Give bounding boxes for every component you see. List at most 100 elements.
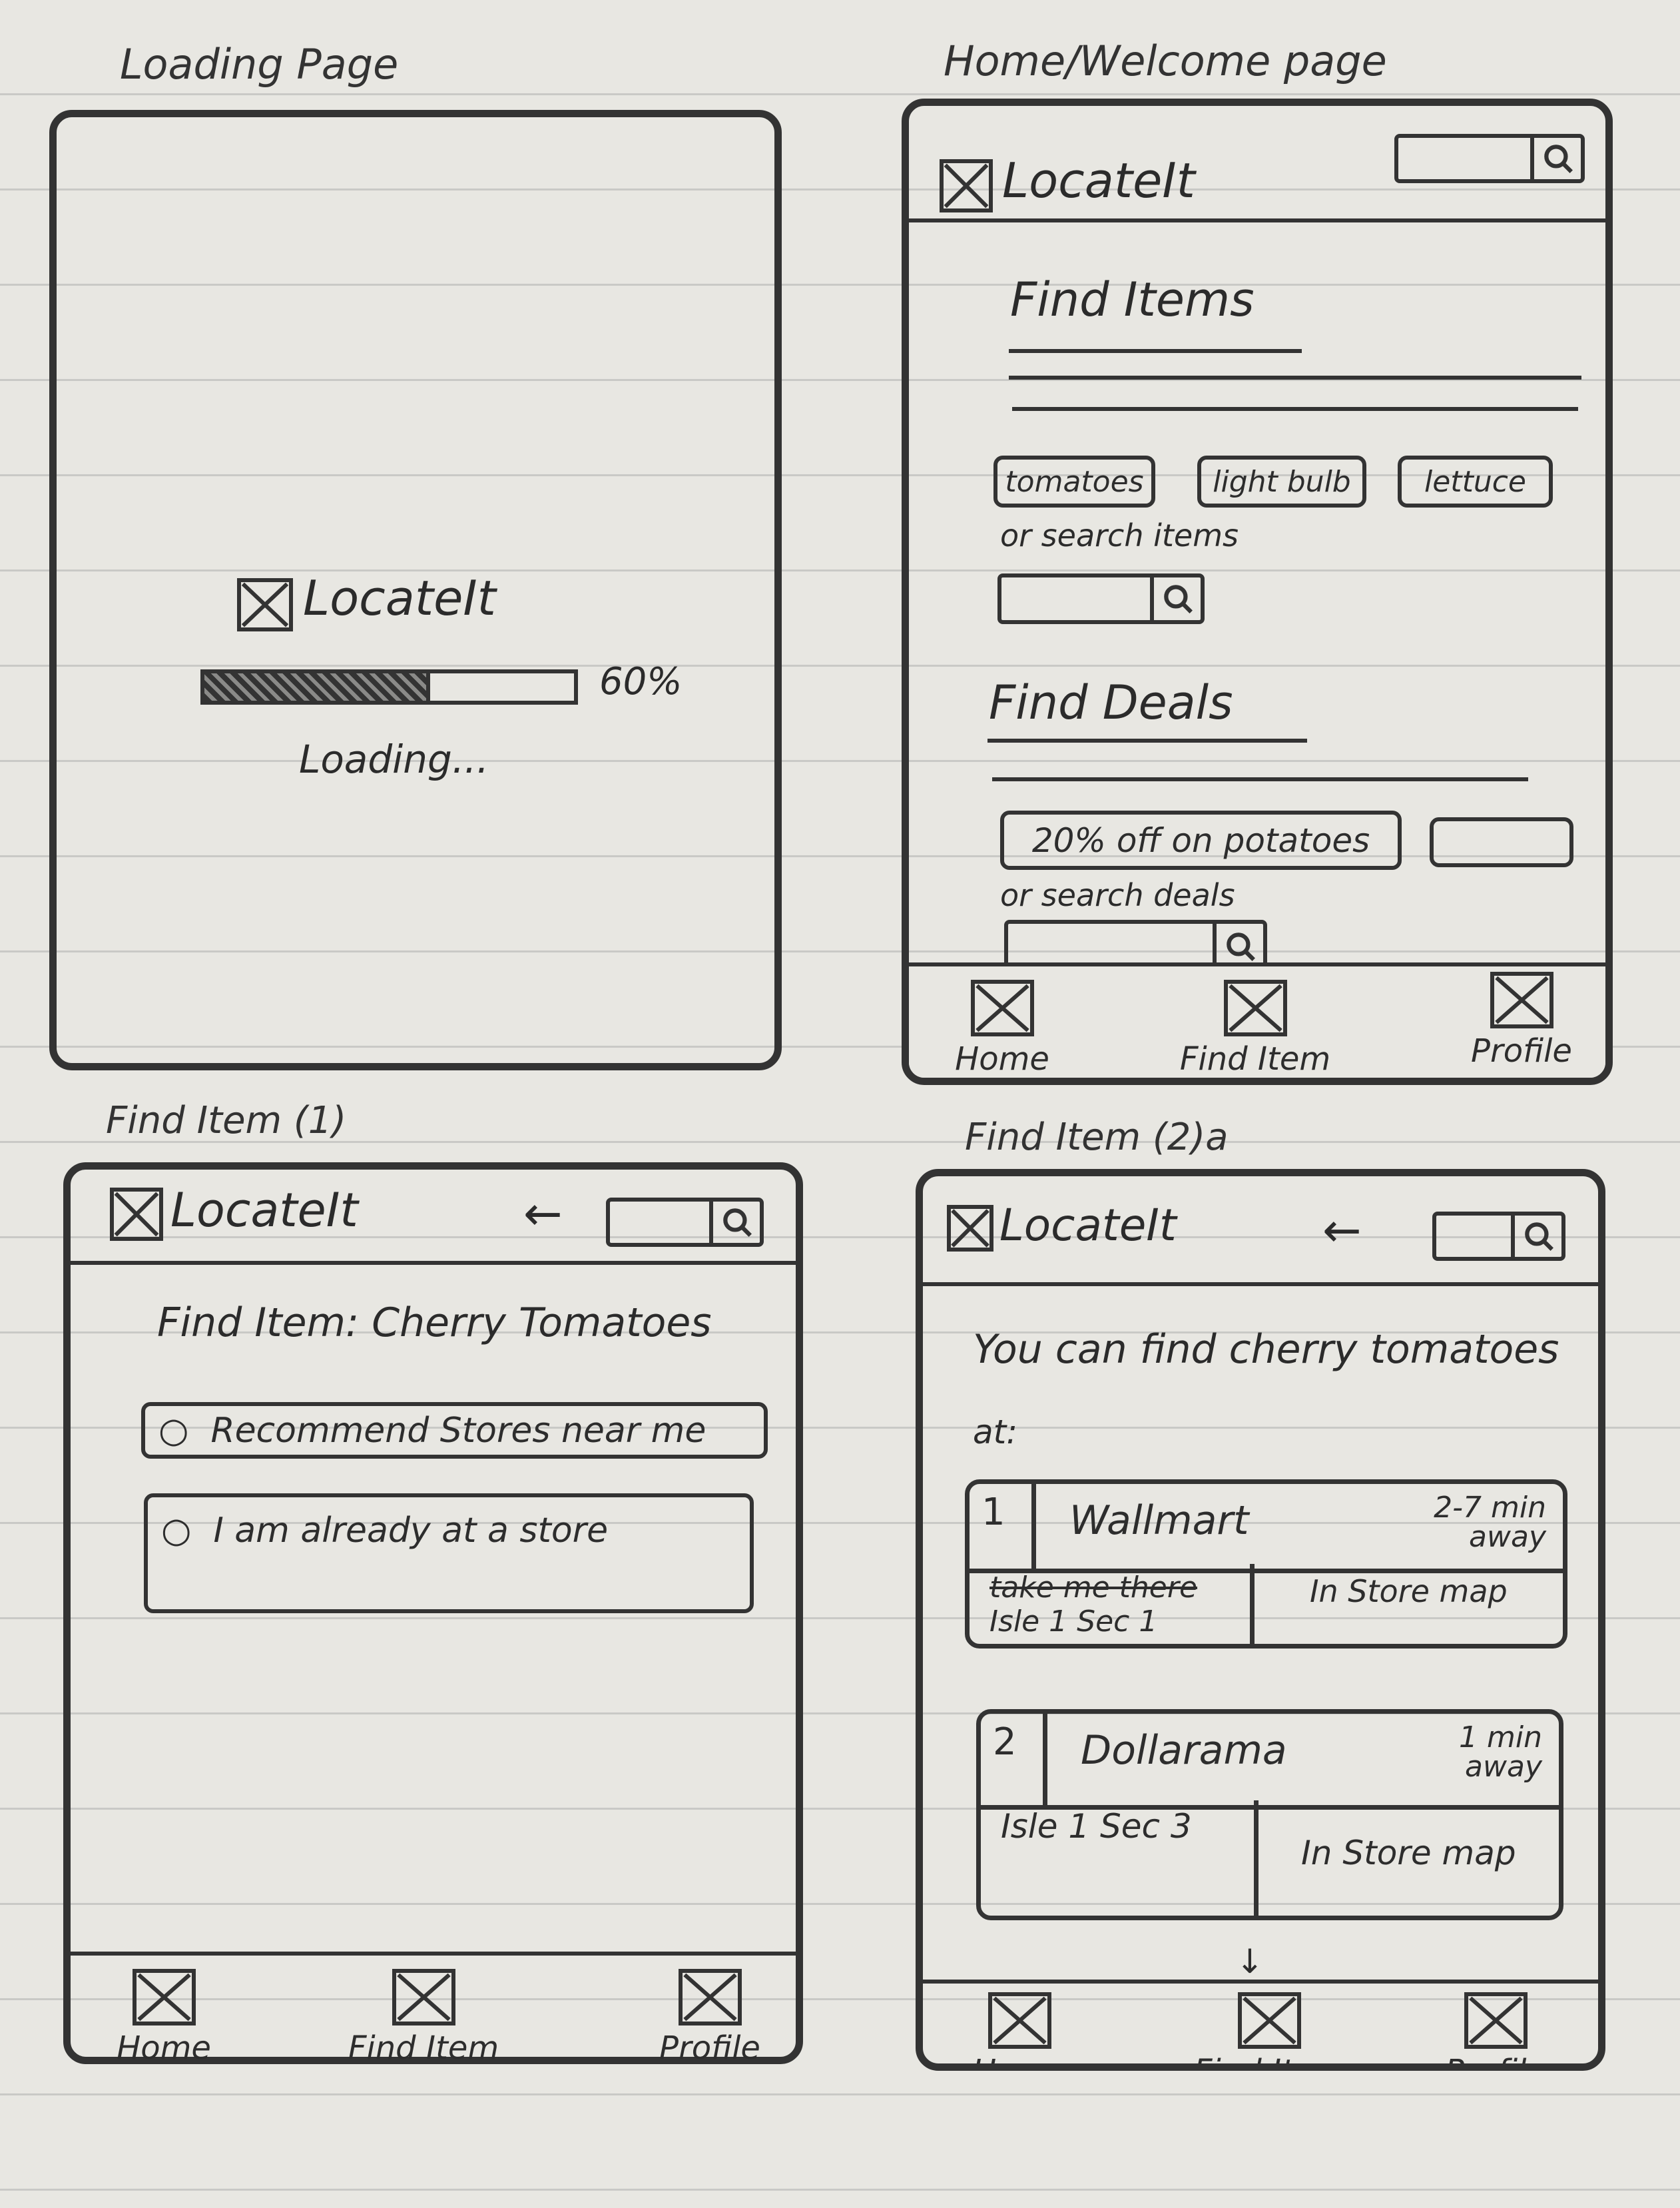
nav-home-label: Home — [926, 2053, 1113, 2063]
nav-home-label: Home — [955, 1040, 1049, 1078]
bottom-nav-bar — [71, 1952, 796, 1956]
nav-profile-label: Profile — [659, 2029, 760, 2067]
home-icon — [132, 1969, 196, 2025]
result-distance: 2-7 min away — [1434, 1491, 1546, 1554]
loading-status: Loading... — [299, 737, 489, 782]
loading-screen: LocateIt 60% Loading... — [49, 110, 782, 1070]
result-location: take me there Isle 1 Sec 1 — [970, 1564, 1255, 1644]
search-icon[interactable] — [1161, 581, 1195, 616]
profile-icon — [678, 1969, 742, 2025]
screen-title-loading: Loading Page — [120, 40, 399, 89]
result-store-name: Dollarama — [1081, 1727, 1287, 1774]
struck-text: take me there — [989, 1571, 1198, 1605]
result-rank: 1 — [970, 1484, 1036, 1569]
find-item-icon — [1237, 1992, 1301, 2049]
find-item-icon — [392, 1969, 455, 2025]
find-deals-heading: Find Deals — [989, 675, 1233, 730]
nav-profile[interactable]: Profile — [1455, 972, 1588, 1070]
nav-profile[interactable]: Profile — [643, 1969, 776, 2067]
progress-bar — [200, 669, 578, 705]
item-chip-light-bulb[interactable]: light bulb — [1197, 456, 1366, 508]
logo-text: LocateIt — [170, 1183, 358, 1238]
logo-icon — [237, 578, 293, 631]
result-distance: 1 min away — [1459, 1720, 1542, 1784]
home-icon — [987, 1992, 1051, 2049]
option-already-at-store[interactable]: ○ I am already at a store — [144, 1493, 754, 1613]
header-search-input[interactable] — [1432, 1212, 1565, 1261]
logo-icon — [947, 1205, 993, 1252]
option-label: I am already at a store — [213, 1511, 609, 1551]
find-item-2a-screen: LocateIt ← You can find cherry tomatoes … — [916, 1169, 1605, 2071]
header-search-input[interactable] — [1394, 134, 1585, 183]
placeholder-line — [1009, 349, 1302, 353]
nav-home-label: Home — [117, 2029, 211, 2067]
find-items-heading: Find Items — [1010, 272, 1255, 327]
nav-profile-label: Profile — [1471, 1032, 1572, 1070]
scroll-down-arrow-icon[interactable]: ↓ — [1236, 1942, 1264, 1981]
nav-home[interactable]: Home — [953, 1992, 1086, 2063]
progress-label: 60% — [599, 660, 683, 703]
profile-icon — [1490, 972, 1553, 1028]
result-store-name: Wallmart — [1069, 1497, 1249, 1544]
search-icon[interactable] — [1223, 929, 1258, 964]
nav-find-item[interactable]: Find Item — [1194, 1992, 1344, 2063]
logo-text: LocateIt — [999, 1200, 1177, 1251]
nav-find-item-label: Find Item — [348, 2029, 499, 2067]
screen-title-find-item-1: Find Item (1) — [106, 1099, 347, 1142]
logo-text: LocateIt — [1002, 153, 1195, 208]
find-item-1-screen: LocateIt ← Find Item: Cherry Tomatoes ○ … — [63, 1162, 803, 2067]
screen-title-home: Home/Welcome page — [944, 37, 1387, 85]
radio-icon[interactable]: ○ — [161, 1511, 214, 1551]
logo-text: LocateIt — [303, 570, 496, 626]
results-intro-at: at: — [973, 1413, 1018, 1451]
results-intro: You can find cherry tomatoes — [973, 1326, 1559, 1373]
item-chip-tomatoes[interactable]: tomatoes — [993, 456, 1155, 508]
result-rank: 2 — [981, 1714, 1047, 1805]
progress-fill — [204, 673, 430, 701]
nav-find-item-label: Find Item — [1176, 2053, 1362, 2063]
deal-chip-empty[interactable] — [1430, 817, 1573, 867]
option-label: Recommend Stores near me — [210, 1410, 706, 1451]
header-search-input[interactable] — [606, 1198, 764, 1247]
header-divider — [923, 1282, 1598, 1286]
nav-find-item-label: Find Item — [1179, 1040, 1331, 1078]
home-icon — [970, 980, 1034, 1036]
in-store-map-button[interactable]: In Store map — [1309, 1573, 1508, 1609]
nav-profile[interactable]: Profile — [1429, 1992, 1562, 2063]
result-card[interactable]: 1 Wallmart 2-7 min away take me there Is… — [965, 1479, 1567, 1649]
screen-title-find-item-2a: Find Item (2)a — [965, 1116, 1229, 1159]
find-item-icon — [1223, 980, 1287, 1036]
placeholder-line — [987, 739, 1307, 743]
logo-icon — [940, 159, 993, 212]
find-item-heading: Find Item: Cherry Tomatoes — [157, 1299, 712, 1346]
nav-find-item[interactable]: Find Item — [348, 1969, 499, 2067]
header-divider — [71, 1261, 796, 1265]
search-icon[interactable] — [720, 1205, 754, 1240]
option-recommend-stores[interactable]: ○ Recommend Stores near me — [141, 1402, 768, 1459]
nav-profile-label: Profile — [1402, 2053, 1589, 2063]
bottom-nav-bar — [923, 1980, 1598, 1984]
result-aisle: Isle 1 Sec 3 — [981, 1800, 1259, 1916]
placeholder-line — [1009, 376, 1581, 380]
search-deals-label: or search deals — [1000, 877, 1235, 913]
radio-icon[interactable]: ○ — [158, 1410, 211, 1451]
profile-icon — [1464, 1992, 1528, 2049]
back-arrow-icon[interactable]: ← — [1322, 1203, 1362, 1258]
placeholder-line — [1012, 407, 1578, 411]
nav-home[interactable]: Home — [936, 980, 1069, 1078]
header-divider — [909, 218, 1605, 222]
search-icon[interactable] — [1522, 1219, 1556, 1254]
deal-chip[interactable]: 20% off on potatoes — [1000, 811, 1402, 870]
placeholder-line — [992, 777, 1528, 781]
logo-icon — [110, 1188, 163, 1241]
search-items-input[interactable] — [997, 573, 1205, 624]
result-card[interactable]: 2 Dollarama 1 min away Isle 1 Sec 3 In S… — [976, 1709, 1563, 1920]
in-store-map-button[interactable]: In Store map — [1301, 1834, 1516, 1872]
nav-find-item[interactable]: Find Item — [1180, 980, 1330, 1078]
search-icon[interactable] — [1541, 141, 1575, 176]
result-aisle: Isle 1 Sec 1 — [989, 1605, 1158, 1639]
item-chip-lettuce[interactable]: lettuce — [1398, 456, 1553, 508]
home-screen: LocateIt Find Items tomatoes light bulb … — [902, 99, 1613, 1085]
back-arrow-icon[interactable]: ← — [523, 1186, 563, 1241]
nav-home[interactable]: Home — [97, 1969, 230, 2067]
